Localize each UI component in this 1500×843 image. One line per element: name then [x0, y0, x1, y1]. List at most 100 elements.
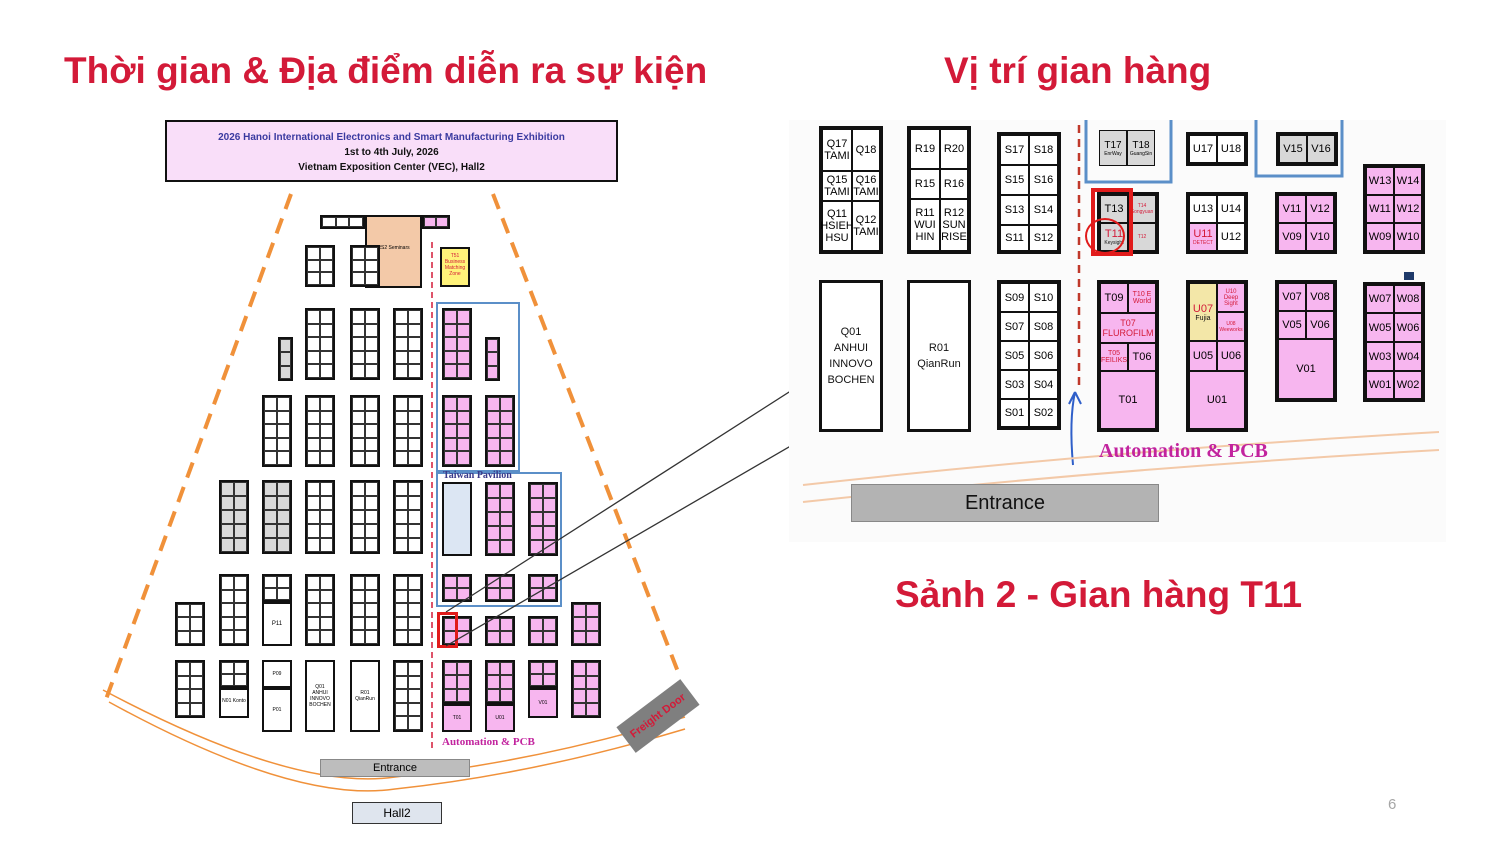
zoom-booth-u14[interactable]: U14	[1217, 195, 1245, 223]
zoom-booth-q15[interactable]: Q15 TAMI	[822, 171, 852, 201]
booth-block-r29[interactable]	[350, 480, 380, 554]
zoom-booth-u01[interactable]: U01	[1189, 371, 1245, 429]
zoom-booth-w02[interactable]: W02	[1394, 371, 1422, 399]
zoom-booth-u06[interactable]: U06	[1217, 341, 1245, 371]
booth-v01[interactable]: V01	[528, 688, 558, 718]
booth-q01[interactable]: Q01 ANHUI INNOVO BOCHEN	[305, 660, 335, 732]
zoom-booth-v11[interactable]: V11	[1278, 195, 1306, 223]
zoom-booth-u05[interactable]: U05	[1189, 341, 1217, 371]
zoom-booth-s14[interactable]: S14	[1029, 195, 1058, 225]
zoom-booth-s08[interactable]: S08	[1029, 312, 1058, 341]
booth-block-t41[interactable]	[442, 395, 472, 467]
zoom-booth-w04[interactable]: W04	[1394, 342, 1422, 371]
booth-t21[interactable]	[442, 482, 472, 556]
zoom-booth-w14[interactable]: W14	[1394, 167, 1422, 195]
zoom-booth-s06[interactable]: S06	[1029, 341, 1058, 370]
booth-block-u29[interactable]	[485, 482, 515, 556]
zoom-booth-v09[interactable]: V09	[1278, 223, 1306, 251]
zoom-booth-s16[interactable]: S16	[1029, 165, 1058, 195]
booth-block-v09[interactable]	[528, 616, 558, 646]
booth-p09[interactable]: P09	[262, 660, 292, 688]
booth-block-q49[interactable]	[305, 308, 335, 380]
booth-block-p43[interactable]	[278, 337, 293, 381]
zoom-booth-t07[interactable]: T07 FLUROFILM	[1100, 313, 1156, 343]
zoom-booth-t13[interactable]: T13	[1100, 195, 1128, 223]
booth-block-r55[interactable]	[350, 245, 380, 287]
booth-block-r49[interactable]	[350, 308, 380, 380]
zoom-booth-w11[interactable]: W11	[1366, 195, 1394, 223]
zoom-booth-r20[interactable]: R20	[940, 129, 968, 169]
zoom-booth-w06[interactable]: W06	[1394, 313, 1422, 342]
booth-block-p29[interactable]	[262, 480, 292, 554]
booth-block-s01[interactable]	[393, 660, 423, 732]
booth-block-q29[interactable]	[305, 480, 335, 554]
zoom-booth-t10[interactable]: T10 E World	[1128, 283, 1156, 313]
zoom-booth-r12[interactable]: R12 SUN RISE	[940, 199, 968, 251]
booth-t11-highlight[interactable]	[437, 612, 458, 648]
booth-block-s19[interactable]	[393, 574, 423, 646]
zoom-booth-w13[interactable]: W13	[1366, 167, 1394, 195]
zoom-booth-s05[interactable]: S05	[1000, 341, 1029, 370]
booth-block-u05[interactable]	[485, 660, 515, 704]
zoom-booth-u13[interactable]: U13	[1189, 195, 1217, 223]
zoom-booth-v10[interactable]: V10	[1306, 223, 1334, 251]
booth-block-o29[interactable]	[219, 480, 249, 554]
zoom-booth-s15[interactable]: S15	[1000, 165, 1029, 195]
booth-block-s49[interactable]	[393, 308, 423, 380]
zoom-booth-q18[interactable]: Q18	[852, 129, 880, 171]
zoom-booth-w05[interactable]: W05	[1366, 313, 1394, 342]
booth-block-r39[interactable]	[350, 395, 380, 467]
booth-u01[interactable]: U01	[485, 704, 515, 732]
zoom-booth-s10[interactable]: S10	[1029, 283, 1058, 312]
booth-block-r19[interactable]	[350, 574, 380, 646]
booth-block-v05[interactable]	[528, 660, 558, 688]
zoom-booth-v08[interactable]: V08	[1306, 283, 1334, 311]
zoom-booth-s03[interactable]: S03	[1000, 370, 1029, 399]
zoom-booth-r15[interactable]: R15	[910, 169, 940, 199]
booth-block-t17[interactable]	[442, 574, 472, 602]
zoom-booth-q11[interactable]: Q11 HSIEH HSU	[820, 201, 854, 251]
zoom-booth-s18[interactable]: S18	[1029, 135, 1058, 165]
zoom-booth-q01[interactable]: Q01 ANHUI INNOVO BOCHEN	[819, 280, 883, 432]
zoom-booth-s02[interactable]: S02	[1029, 399, 1058, 427]
zoom-booth-u08[interactable]: U08 Weeworks	[1217, 312, 1245, 341]
zoom-booth-v16[interactable]: V16	[1307, 135, 1335, 163]
zoom-booth-v05[interactable]: V05	[1278, 311, 1306, 339]
zoom-booth-t06[interactable]: T06	[1128, 343, 1156, 371]
zoom-booth-s12[interactable]: S12	[1029, 225, 1058, 251]
booth-block-w13[interactable]	[571, 602, 601, 646]
booth-block-u43[interactable]	[485, 337, 500, 381]
zoom-booth-q17[interactable]: Q17 TAMI	[822, 129, 852, 171]
zoom-booth-w07[interactable]: W07	[1366, 285, 1394, 313]
booth-block-q39[interactable]	[305, 395, 335, 467]
zoom-booth-q16[interactable]: Q16 TAMI	[852, 171, 880, 201]
zoom-booth-s13[interactable]: S13	[1000, 195, 1029, 225]
zoom-booth-w12[interactable]: W12	[1394, 195, 1422, 223]
booth-block-s29[interactable]	[393, 480, 423, 554]
zoom-booth-r16[interactable]: R16	[940, 169, 968, 199]
booth-block-w01[interactable]	[571, 660, 601, 718]
booth-block-q55[interactable]	[305, 245, 335, 287]
booth-block-s39[interactable]	[393, 395, 423, 467]
booth-r01[interactable]: R01 QianRun	[350, 660, 380, 732]
zoom-booth-s09[interactable]: S09	[1000, 283, 1029, 312]
zoom-booth-r01[interactable]: R01 QianRun	[907, 280, 971, 432]
zoom-booth-w08[interactable]: W08	[1394, 285, 1422, 313]
booth-p01[interactable]: P01	[262, 688, 292, 732]
zoom-booth-v01[interactable]: V01	[1278, 339, 1334, 399]
zoom-booth-u10[interactable]: U10 Deep Sight	[1217, 283, 1245, 312]
booth-block-m07[interactable]	[175, 660, 205, 718]
booth-block-v15[interactable]	[528, 574, 558, 602]
zoom-booth-w01[interactable]: W01	[1366, 371, 1394, 399]
booth-n01[interactable]: N01 Konto	[219, 688, 249, 718]
zoom-booth-r19[interactable]: R19	[910, 129, 940, 169]
zoom-booth-t05[interactable]: T05 FEILIKS	[1100, 343, 1128, 371]
booth-block-t52[interactable]	[442, 308, 472, 380]
zoom-booth-u12[interactable]: U12	[1217, 223, 1245, 251]
booth-block-p39[interactable]	[262, 395, 292, 467]
booth-block-u17[interactable]	[485, 574, 515, 602]
booth-block-m13[interactable]	[175, 602, 205, 646]
